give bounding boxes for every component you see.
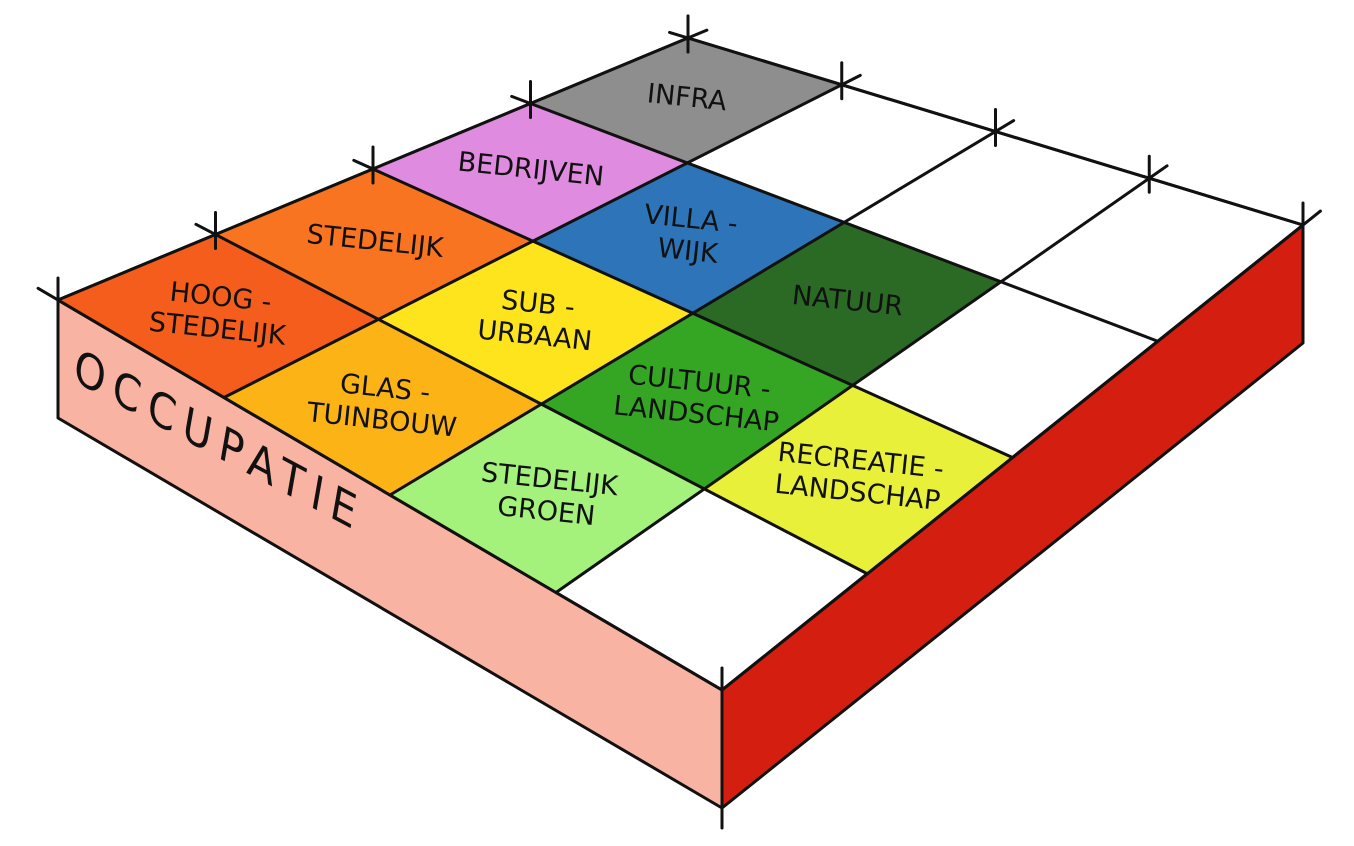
cell-label-line: WIJK (656, 233, 721, 270)
